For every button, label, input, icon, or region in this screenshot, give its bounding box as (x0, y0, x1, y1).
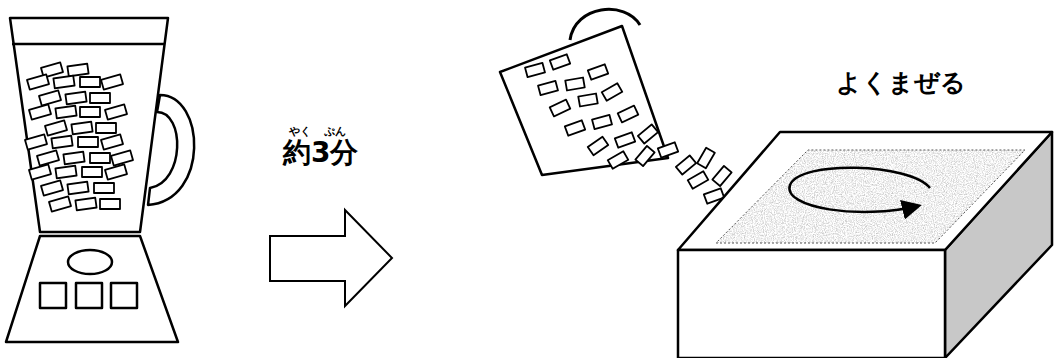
paper-piece (51, 136, 72, 149)
instruction-label: よくまぜる (836, 70, 966, 95)
paper-piece (67, 64, 88, 77)
soil-ground (716, 150, 1025, 243)
paper-piece (29, 164, 51, 179)
paper-piece (565, 120, 585, 136)
ruby-text: やく (289, 126, 311, 137)
blender-dial (68, 250, 112, 274)
paper-piece (27, 74, 49, 89)
process-arrow (270, 210, 392, 306)
pouring-cup (500, 9, 732, 203)
box-top (678, 132, 1052, 250)
blender-base (6, 236, 178, 342)
paper-piece (63, 152, 84, 165)
blender-handle (148, 95, 194, 205)
mixing-box (678, 132, 1052, 358)
paper-piece (53, 76, 74, 89)
paper-piece (578, 94, 597, 107)
paper-piece (71, 122, 92, 135)
paper-piece (80, 77, 100, 87)
paper-piece (712, 166, 731, 186)
soil-edge (716, 150, 1025, 243)
paper-piece (67, 182, 88, 195)
soil (716, 150, 1025, 243)
paper-piece (105, 104, 127, 119)
paper-piece (78, 137, 98, 147)
paper-piece (615, 132, 635, 148)
paper-piece (90, 93, 110, 103)
paper-pieces (25, 62, 133, 211)
paper-piece (105, 164, 127, 179)
paper-piece (565, 78, 584, 91)
paper-piece (676, 155, 696, 174)
paper-pieces (525, 54, 732, 204)
paper-piece (55, 106, 76, 119)
paper-piece (635, 146, 654, 166)
paper-piece (80, 107, 100, 117)
blender-lid (12, 43, 165, 46)
paper-piece (658, 142, 678, 158)
paper-piece (550, 54, 570, 70)
paper-piece (49, 196, 71, 211)
paper-piece (75, 198, 96, 211)
paper-piece (100, 199, 120, 209)
paper-piece (525, 63, 545, 77)
paper-piece (588, 137, 608, 156)
blender-jar (10, 18, 168, 232)
paper-piece (82, 167, 102, 177)
paper-piece (608, 151, 629, 169)
paper-piece (101, 134, 123, 149)
paper-piece (101, 74, 123, 89)
paper-piece (29, 104, 51, 119)
paper-piece (111, 150, 133, 165)
blender-button (111, 283, 137, 308)
paper-piece (39, 90, 61, 105)
paper-piece (688, 171, 709, 189)
blender-button (40, 283, 66, 308)
paper-piece (55, 166, 76, 179)
cup-body (500, 26, 668, 175)
blender-button (76, 283, 102, 308)
paper-piece (618, 106, 639, 123)
paper-piece (65, 92, 86, 105)
paper-piece (588, 64, 608, 80)
paper-piece (538, 81, 558, 95)
paper-piece (96, 123, 116, 133)
paper-piece (592, 115, 612, 129)
paper-piece (25, 134, 47, 149)
paper-piece (90, 153, 110, 163)
stir-arrow (789, 168, 930, 212)
paper-piece (45, 120, 67, 135)
paper-piece (94, 183, 114, 193)
paper-piece (638, 124, 658, 143)
time-label: 約3分 (283, 139, 358, 167)
paper-piece (602, 83, 623, 101)
paper-piece (37, 150, 59, 165)
paper-piece (41, 180, 63, 195)
paper-piece (550, 100, 571, 117)
paper-piece (697, 148, 715, 169)
ruby-text: ぷん (324, 126, 346, 137)
blender (6, 18, 194, 342)
box-front (678, 250, 945, 358)
